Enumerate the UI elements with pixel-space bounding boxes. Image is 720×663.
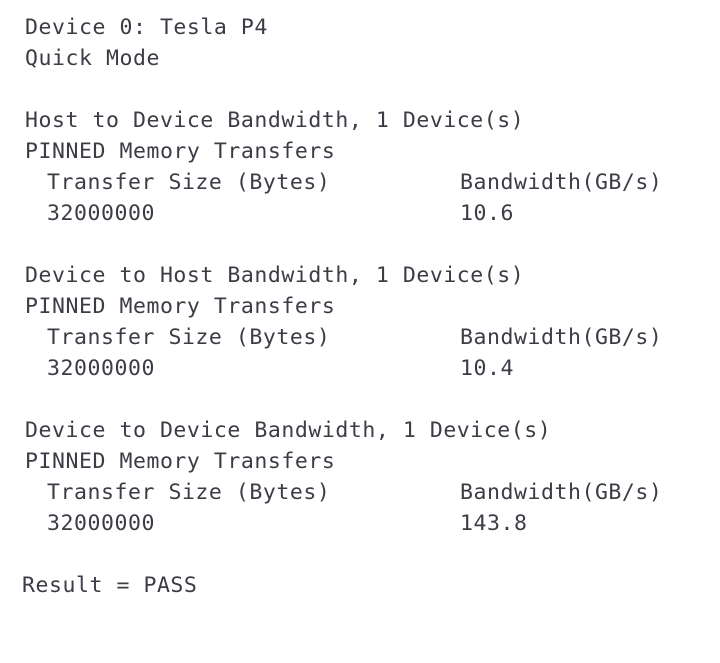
device-to-device-bandwidth-header: Bandwidth(GB/s) (460, 480, 663, 505)
host-to-device-size-header: Transfer Size (Bytes) (47, 170, 331, 195)
section-memory-mode-row: PINNED Memory Transfers (0, 446, 720, 477)
terminal-output-pane: Device 0: Tesla P4 Quick Mode Host to De… (0, 12, 720, 601)
device-to-host-bandwidth-header: Bandwidth(GB/s) (460, 325, 663, 350)
section-title-row: Device to Device Bandwidth, 1 Device(s) (0, 415, 720, 446)
device-to-host-size-header: Transfer Size (Bytes) (47, 325, 331, 350)
section-data-row: 32000000 143.8 (0, 508, 720, 539)
device-to-device-memory-mode: PINNED Memory Transfers (25, 449, 336, 474)
result-status-text: Result = PASS (22, 573, 198, 598)
section-data-row: 32000000 10.4 (0, 353, 720, 384)
host-to-device-bandwidth-header: Bandwidth(GB/s) (460, 170, 663, 195)
device-to-device-title: Device to Device Bandwidth, 1 Device(s) (25, 418, 552, 443)
device-line-row: Device 0: Tesla P4 (0, 12, 720, 43)
device-to-device-bandwidth-value: 143.8 (460, 511, 528, 536)
section-data-row: 32000000 10.6 (0, 198, 720, 229)
device-to-host-title: Device to Host Bandwidth, 1 Device(s) (25, 263, 525, 288)
section-title-row: Device to Host Bandwidth, 1 Device(s) (0, 260, 720, 291)
section-column-header-row: Transfer Size (Bytes) Bandwidth(GB/s) (0, 322, 720, 353)
quick-mode-text: Quick Mode (25, 46, 160, 71)
device-to-host-bandwidth-value: 10.4 (460, 356, 514, 381)
section-memory-mode-row: PINNED Memory Transfers (0, 291, 720, 322)
device-name-text: Device 0: Tesla P4 (25, 15, 268, 40)
host-to-device-title: Host to Device Bandwidth, 1 Device(s) (25, 108, 525, 133)
device-to-device-transfer-size-value: 32000000 (47, 511, 155, 536)
host-to-device-transfer-size-value: 32000000 (47, 201, 155, 226)
section-column-header-row: Transfer Size (Bytes) Bandwidth(GB/s) (0, 167, 720, 198)
device-to-host-transfer-size-value: 32000000 (47, 356, 155, 381)
section-memory-mode-row: PINNED Memory Transfers (0, 136, 720, 167)
mode-line-row: Quick Mode (0, 43, 720, 74)
device-to-device-size-header: Transfer Size (Bytes) (47, 480, 331, 505)
host-to-device-memory-mode: PINNED Memory Transfers (25, 139, 336, 164)
device-to-host-memory-mode: PINNED Memory Transfers (25, 294, 336, 319)
section-title-row: Host to Device Bandwidth, 1 Device(s) (0, 105, 720, 136)
section-column-header-row: Transfer Size (Bytes) Bandwidth(GB/s) (0, 477, 720, 508)
result-row: Result = PASS (0, 570, 720, 601)
host-to-device-bandwidth-value: 10.6 (460, 201, 514, 226)
